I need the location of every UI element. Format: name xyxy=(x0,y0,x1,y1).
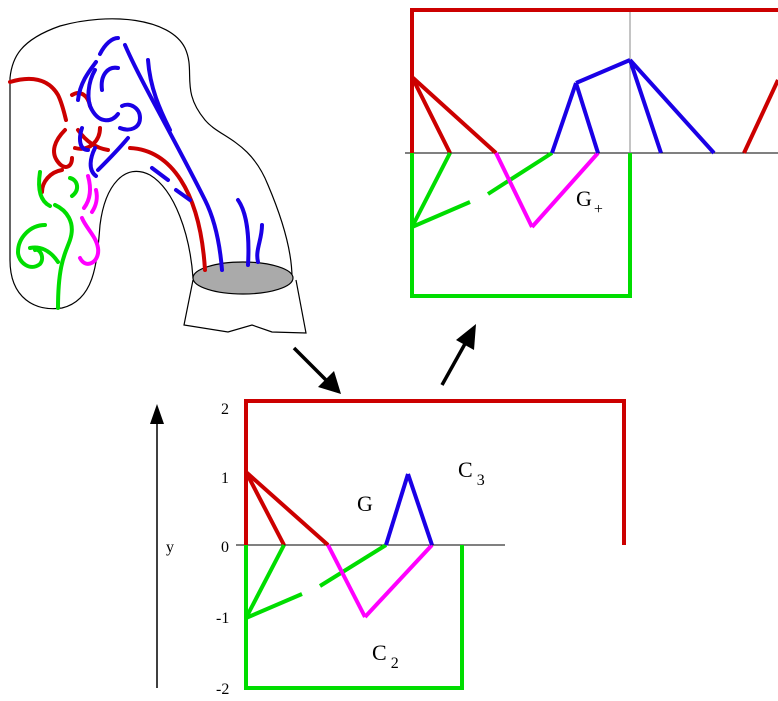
label-g-plus: G+ xyxy=(576,186,603,218)
edges-red-top xyxy=(410,75,778,155)
edges-green-top xyxy=(410,151,554,229)
edges-blue-bottom xyxy=(384,473,434,546)
surface-disk xyxy=(192,261,294,295)
arrow-up-right xyxy=(440,324,476,386)
edges-magenta-bottom xyxy=(326,543,434,619)
y-tick-label: -2 xyxy=(216,681,229,696)
surface-illustration xyxy=(8,18,307,334)
edges-magenta-top xyxy=(494,151,600,229)
label-g: G xyxy=(357,491,373,516)
strand-magenta xyxy=(78,174,101,266)
y-tick-label: -1 xyxy=(216,610,229,627)
surface-outline xyxy=(9,18,293,310)
panel-g-plus: G+ xyxy=(405,8,778,298)
strand-red xyxy=(8,76,207,272)
edges-red-bottom xyxy=(244,470,330,547)
surface-cut xyxy=(183,279,307,334)
arrow-down-right xyxy=(292,346,341,394)
strand-blue xyxy=(76,36,264,272)
region-red-top xyxy=(410,8,778,153)
y-axis-arrowhead xyxy=(150,404,164,424)
y-tick-label: 2 xyxy=(221,401,229,418)
strand-green xyxy=(15,170,79,310)
edges-blue-top xyxy=(550,58,716,155)
y-tick-label: 1 xyxy=(221,470,229,487)
y-tick-label: 0 xyxy=(221,539,229,556)
edges-green-bottom xyxy=(244,543,388,620)
y-axis-label: y xyxy=(166,539,174,556)
y-axis: y 2 1 0 -1 -2 xyxy=(150,401,229,698)
